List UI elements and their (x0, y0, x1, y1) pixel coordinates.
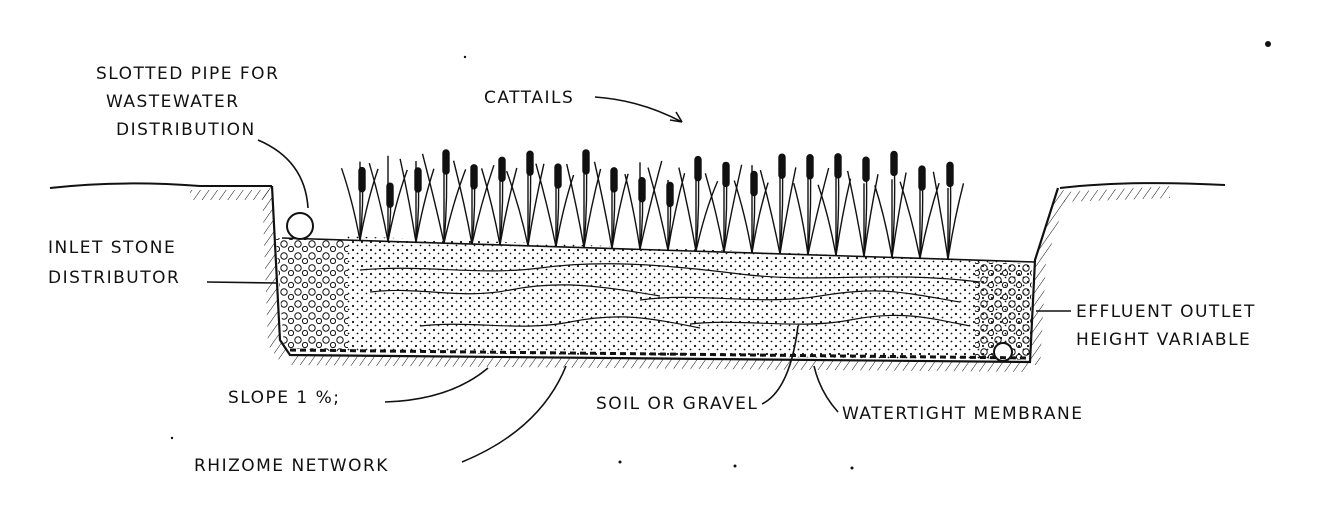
slotted-pipe (287, 213, 313, 239)
cattail-leaf (400, 159, 416, 242)
cattail-head (863, 157, 869, 181)
ground-hatch-right (1062, 186, 1170, 202)
cattail-leaf (705, 173, 724, 252)
label-effluent-line2: HEIGHT VARIABLE (1076, 330, 1251, 351)
ground-surface-left (50, 183, 272, 188)
ground-hatch-left (190, 190, 272, 200)
cattail-leaf (369, 163, 388, 241)
cattail-head (947, 162, 953, 186)
label-inlet-line1: INLET STONE (48, 238, 176, 259)
label-rhizome-network: RHIZOME NETWORK (194, 456, 389, 477)
cattail-leaf (933, 172, 948, 260)
label-effluent-line1: EFFLUENT OUTLET (1076, 302, 1256, 323)
cattail-leaf (594, 162, 612, 249)
cattail-head (891, 151, 897, 175)
inlet-stone-zone (276, 238, 348, 352)
label-inlet-line2: DISTRIBUTOR (48, 268, 180, 289)
label-cattails: CATTAILS (484, 88, 574, 109)
cattail-head (835, 154, 841, 178)
label-soil-or-gravel: SOIL OR GRAVEL (596, 394, 758, 415)
cattail-leaf (567, 164, 584, 248)
label-slotted-pipe-line2: WASTEWATER (106, 92, 240, 113)
cattail-leaf (794, 183, 808, 255)
label-watertight-membrane: WATERTIGHT MEMBRANE (842, 404, 1083, 425)
cattail-leaf (482, 168, 500, 245)
label-slotted-pipe-line1: SLOTTED PIPE FOR (96, 64, 279, 85)
cattail-leaf (760, 170, 780, 254)
ground-surface-right (1060, 183, 1225, 188)
label-slope: SLOPE 1 %; (228, 388, 341, 409)
cattail-leaf (454, 161, 472, 244)
cattail-leaf (679, 168, 696, 252)
label-slotted-pipe-line3: DISTRIBUTION (116, 120, 256, 141)
cattail-leaf (648, 168, 668, 251)
cattail-leaf (818, 185, 836, 256)
cattail-leaf (507, 171, 528, 246)
cattail-leaf (342, 168, 360, 240)
cattail-leaf (875, 185, 892, 257)
cattail-leaf (625, 174, 640, 249)
cattail-leaf (900, 182, 920, 259)
cattail-leaf (848, 171, 864, 257)
cattail-leaf (734, 181, 752, 254)
cattail-leaf (536, 164, 556, 247)
